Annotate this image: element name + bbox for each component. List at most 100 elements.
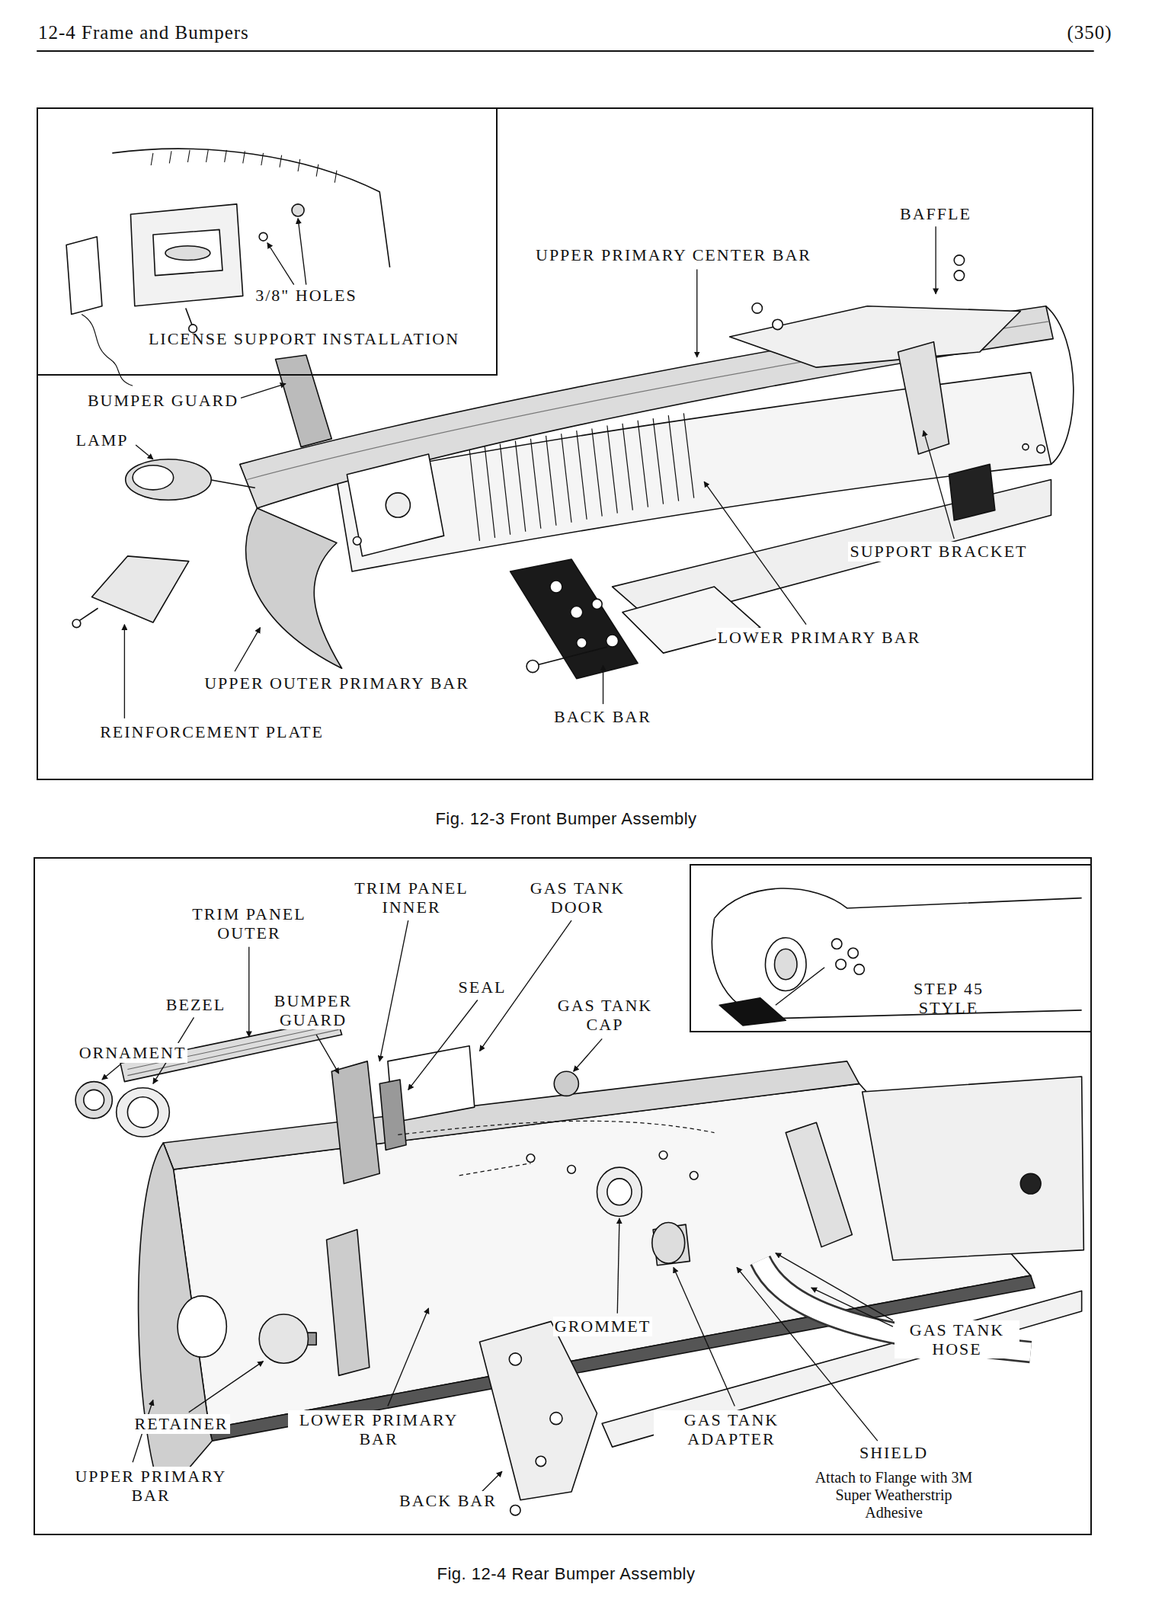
rear-bumper-drawing xyxy=(659,1151,668,1160)
rear-bumper-drawing xyxy=(508,1353,522,1366)
rear-bumper-drawing xyxy=(550,1412,563,1425)
front-bumper-drawing xyxy=(385,492,410,518)
rear-bumper-drawing xyxy=(510,1504,521,1515)
inset-panel: 3/8" HOLESLICENSE SUPPORT INSTALLATION xyxy=(36,107,498,376)
step-drawing xyxy=(832,938,842,949)
rear-bumper-drawing xyxy=(259,1314,308,1364)
figure-caption: Fig. 12-3 Front Bumper Assembly xyxy=(435,809,697,829)
part-label: GAS TANK CAP xyxy=(544,995,666,1035)
inset-title: LICENSE SUPPORT INSTALLATION xyxy=(148,329,460,349)
leader-line xyxy=(316,1034,339,1074)
license-support-drawing xyxy=(130,204,243,307)
part-label: BACK BAR xyxy=(552,707,653,727)
rear-bumper-drawing xyxy=(607,1178,632,1206)
leader-line xyxy=(124,226,954,719)
part-label: UPPER PRIMARY CENTER BAR xyxy=(534,245,813,265)
rear-bumper-drawing xyxy=(567,1165,577,1174)
part-label: LAMP xyxy=(73,430,130,450)
rear-bumper-drawing xyxy=(116,1088,170,1137)
part-label: RETAINER xyxy=(132,1414,230,1434)
rear-bumper-drawing xyxy=(596,1167,642,1217)
front-bumper-drawing xyxy=(729,306,1021,368)
part-label: BEZEL xyxy=(164,995,228,1015)
rear-bumper-drawing xyxy=(652,1222,685,1264)
rear-bumper-drawing xyxy=(177,1296,227,1358)
part-label: GAS TANK ADAPTER xyxy=(653,1410,810,1450)
front-bumper-drawing xyxy=(898,342,950,455)
front-bumper-drawing xyxy=(1036,444,1046,454)
front-bumper-drawing xyxy=(570,606,583,619)
leader-line xyxy=(267,218,307,285)
part-label: GROMMET xyxy=(553,1316,653,1336)
leader-line xyxy=(102,920,893,1492)
header-rule xyxy=(36,50,1095,52)
front-bumper-drawing xyxy=(953,255,964,266)
leader-line xyxy=(379,920,409,1062)
part-label: GAS TANK DOOR xyxy=(515,878,641,918)
part-label: BUMPER GUARD xyxy=(254,991,372,1031)
rear-bumper-drawing xyxy=(379,1079,407,1150)
part-label: ORNAMENT xyxy=(77,1043,189,1063)
front-bumper-drawing xyxy=(1022,444,1029,451)
header-rule xyxy=(36,50,1095,52)
front-bumper-drawing xyxy=(576,637,587,648)
part-label: LOWER PRIMARY BAR xyxy=(716,627,923,647)
part-label: BUMPER GUARD xyxy=(86,390,241,410)
leader-line xyxy=(240,384,286,399)
leader-line xyxy=(696,269,698,358)
license-support-drawing xyxy=(185,307,193,324)
front-bumper-drawing xyxy=(92,556,189,623)
front-bumper-drawing xyxy=(125,459,212,501)
rear-bumper-drawing xyxy=(83,1089,105,1111)
part-label: BACK BAR xyxy=(397,1491,499,1511)
rear-bumper-drawing xyxy=(127,1097,158,1128)
front-bumper-drawing xyxy=(1046,306,1074,465)
part-label: REINFORCEMENT PLATE xyxy=(98,722,326,742)
front-bumper-drawing xyxy=(352,536,362,545)
license-support-drawing xyxy=(259,232,268,241)
part-label: SEAL xyxy=(457,977,509,997)
front-bumper-drawing xyxy=(79,608,98,621)
license-support-drawing xyxy=(66,236,103,315)
step-drawing xyxy=(714,888,1082,919)
leader-line xyxy=(573,1038,603,1072)
rear-bumper-drawing xyxy=(163,1061,859,1170)
leader-line xyxy=(673,1267,735,1406)
front-bumper-drawing xyxy=(336,372,1052,572)
front-bumper-drawing xyxy=(132,465,174,490)
front-bumper-drawing xyxy=(72,255,1074,679)
leader-line xyxy=(188,1361,264,1413)
rear-bumper-drawing xyxy=(331,1061,380,1185)
page-header: 12-4 Frame and Bumpers xyxy=(36,22,251,45)
leader-line xyxy=(248,947,250,1037)
front-bumper-drawing xyxy=(772,319,783,330)
leader-line xyxy=(234,627,260,673)
leader-line xyxy=(124,624,125,719)
leader-line xyxy=(923,430,954,539)
page-number: (350) xyxy=(1065,22,1114,45)
leader-line xyxy=(811,1287,893,1327)
leader-line xyxy=(602,665,604,705)
front-bumper-drawing xyxy=(535,646,608,666)
rear-bumper-drawing xyxy=(75,1018,1084,1516)
front-bumper-drawing xyxy=(752,303,762,314)
part-label: LOWER PRIMARY BAR xyxy=(288,1410,471,1450)
rear-bumper-drawing xyxy=(526,1154,535,1163)
leader-line xyxy=(775,1253,893,1321)
rear-bumper-drawing xyxy=(1020,1173,1041,1194)
front-bumper-drawing xyxy=(346,454,444,557)
leader-line xyxy=(267,243,295,285)
rear-bumper-drawing xyxy=(397,1120,714,1176)
step-drawing xyxy=(854,964,865,975)
front-bumper-drawing xyxy=(606,634,619,647)
step-drawing xyxy=(711,918,1082,1018)
front-bumper-drawing xyxy=(592,598,602,609)
part-label: TRIM PANEL INNER xyxy=(333,878,490,918)
leader-line xyxy=(481,1471,503,1492)
front-bumper-drawing xyxy=(275,355,333,448)
front-bumper-drawing xyxy=(550,580,563,593)
rear-bumper-drawing xyxy=(326,1229,370,1377)
front-bumper-drawing xyxy=(949,464,996,521)
step-drawing xyxy=(764,937,807,992)
part-label: SHIELD xyxy=(857,1443,930,1463)
